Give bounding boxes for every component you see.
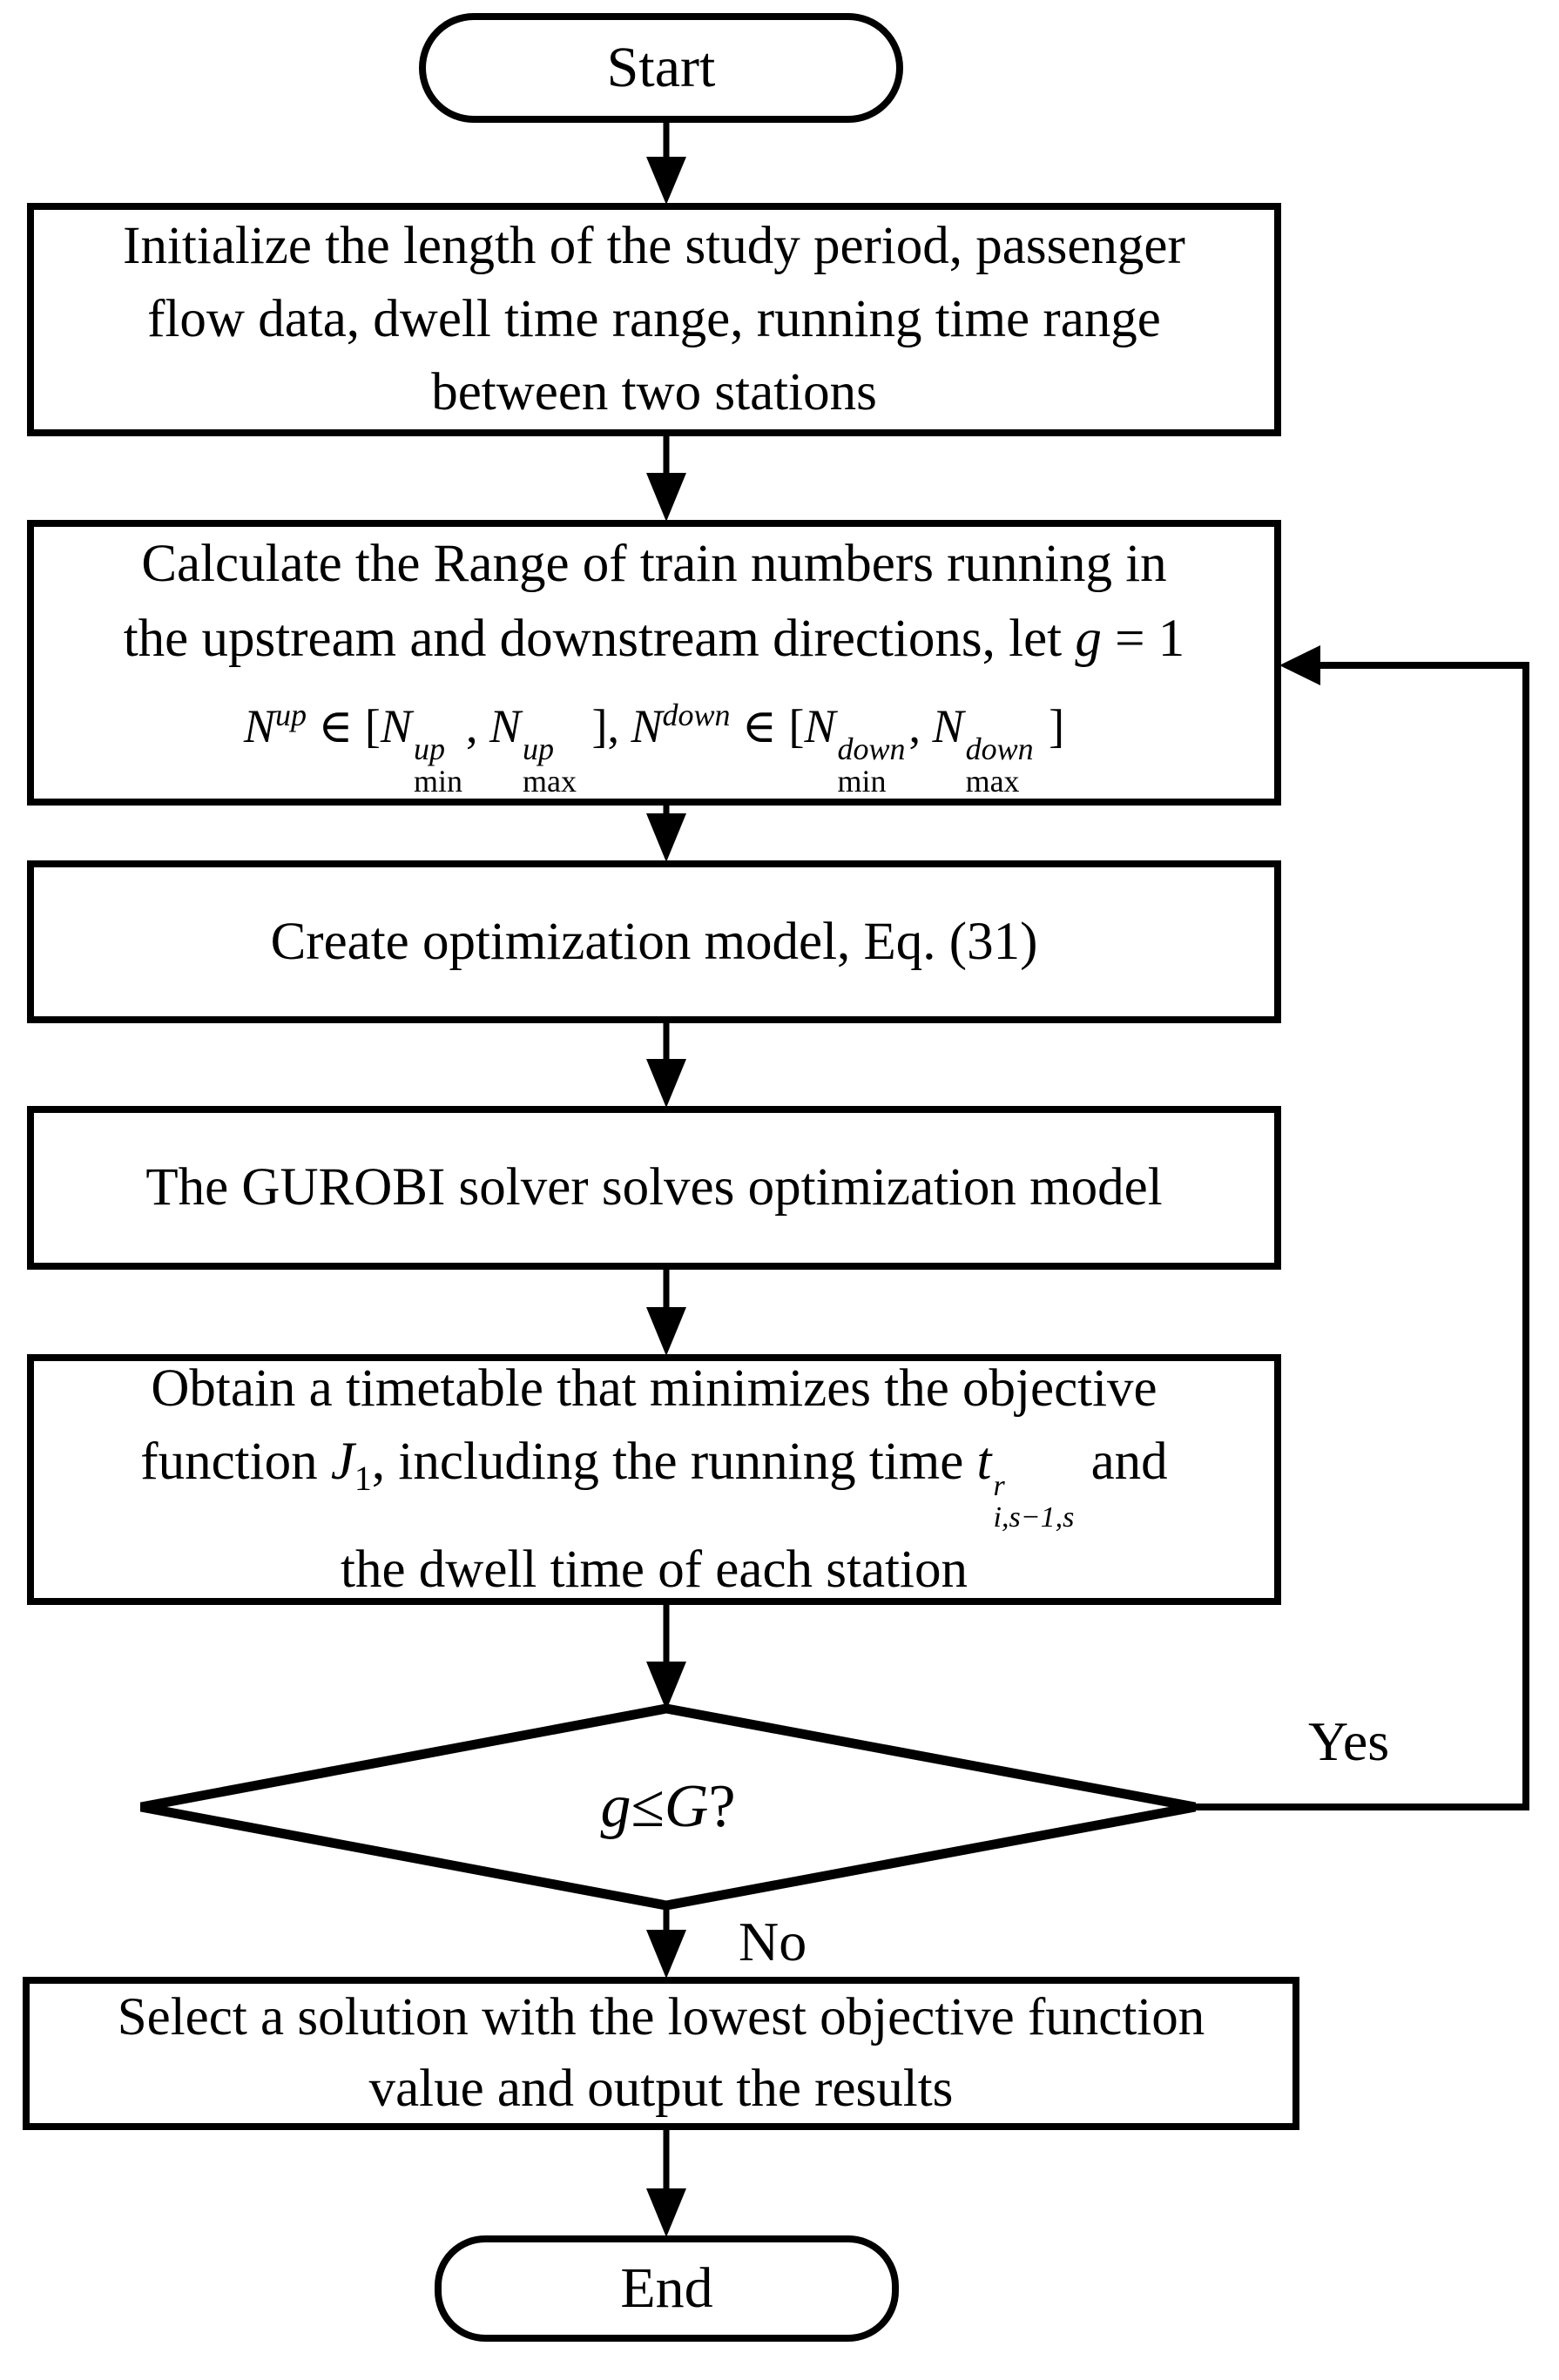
- start-terminator: Start: [419, 13, 903, 123]
- label-yes: Yes: [1308, 1710, 1390, 1772]
- element-of-open: ∈ [: [306, 699, 381, 752]
- arrowhead-select-to-end-icon: [646, 2188, 686, 2237]
- var-N: N: [380, 699, 412, 752]
- calculate-line-2-text: the upstream and downstream directions, …: [123, 609, 1076, 668]
- arrowhead-decision-to-select-icon: [646, 1930, 686, 1979]
- var-t: t: [976, 1433, 992, 1492]
- timetable-line-2-and: and: [1077, 1433, 1168, 1492]
- timetable-line-2-mid: , including the running time: [371, 1433, 977, 1492]
- sup-up: up: [274, 697, 307, 732]
- decision-condition: g ≤ G?: [141, 1709, 1195, 1905]
- calculate-line-1: Calculate the Range of train numbers run…: [141, 534, 1167, 593]
- initialize-line-3: between two stations: [431, 363, 877, 421]
- question-mark: ?: [708, 1773, 736, 1840]
- arrowhead-timetable-to-decision-icon: [646, 1662, 686, 1710]
- comma: ,: [465, 699, 489, 752]
- timetable-line-2: function J1, including the running time …: [140, 1426, 1167, 1533]
- end-terminator: End: [435, 2235, 899, 2342]
- timetable-line-1: Obtain a timetable that minimizes the ob…: [151, 1359, 1157, 1419]
- var-G: G: [664, 1773, 709, 1840]
- start-label: Start: [606, 36, 716, 99]
- create-model-label: Create optimization model, Eq. (31): [270, 912, 1038, 971]
- select-line-2: value and output the results: [368, 2060, 954, 2118]
- sub-1: 1: [354, 1459, 372, 1499]
- process-box-gurobi-solver: The GUROBI solver solves optimization mo…: [27, 1106, 1281, 1270]
- arrowhead-calc-to-create-icon: [646, 813, 686, 862]
- arrowhead-create-to-solver-icon: [646, 1059, 686, 1108]
- process-box-create-model: Create optimization model, Eq. (31): [27, 860, 1281, 1023]
- calculate-line-2: the upstream and downstream directions, …: [124, 602, 1185, 677]
- process-box-obtain-timetable: Obtain a timetable that minimizes the ob…: [27, 1354, 1281, 1605]
- process-box-initialize: Initialize the length of the study perio…: [27, 203, 1281, 436]
- arrowhead-solver-to-timetable-icon: [646, 1307, 686, 1356]
- var-g: g: [600, 1773, 631, 1840]
- calculate-line-2-eq: = 1: [1101, 609, 1185, 668]
- var-N: N: [631, 699, 663, 752]
- process-box-select-solution: Select a solution with the lowest object…: [23, 1977, 1299, 2130]
- sup-down: down: [662, 697, 731, 732]
- end-label: End: [620, 2256, 713, 2320]
- label-no: No: [739, 1911, 807, 1972]
- arrowhead-init-to-calc-icon: [646, 473, 686, 522]
- select-line-1: Select a solution with the lowest object…: [117, 1988, 1205, 2046]
- solver-label: The GUROBI solver solves optimization mo…: [145, 1158, 1163, 1217]
- var-N: N: [804, 699, 836, 752]
- timetable-line-2-text: function: [140, 1433, 331, 1492]
- leq-operator: ≤: [631, 1773, 665, 1840]
- process-box-calculate-range: Calculate the Range of train numbers run…: [27, 520, 1281, 806]
- arrowhead-start-to-init-icon: [646, 157, 686, 205]
- loop-yes-arrowhead-icon: [1279, 645, 1320, 685]
- initialize-line-1: Initialize the length of the study perio…: [123, 217, 1185, 275]
- var-N: N: [489, 699, 521, 752]
- var-N: N: [243, 699, 275, 752]
- bracket-close: ]: [1036, 699, 1065, 752]
- var-N: N: [932, 699, 964, 752]
- initialize-line-2: flow data, dwell time range, running tim…: [147, 290, 1161, 348]
- var-J: J: [330, 1433, 354, 1492]
- var-g: g: [1075, 609, 1102, 668]
- bracket-close-comma: ],: [579, 699, 631, 752]
- timetable-line-3: the dwell time of each station: [341, 1540, 968, 1599]
- loop-yes-line: [1195, 662, 1529, 1810]
- comma: ,: [908, 699, 933, 752]
- element-of-open: ∈ [: [730, 699, 805, 752]
